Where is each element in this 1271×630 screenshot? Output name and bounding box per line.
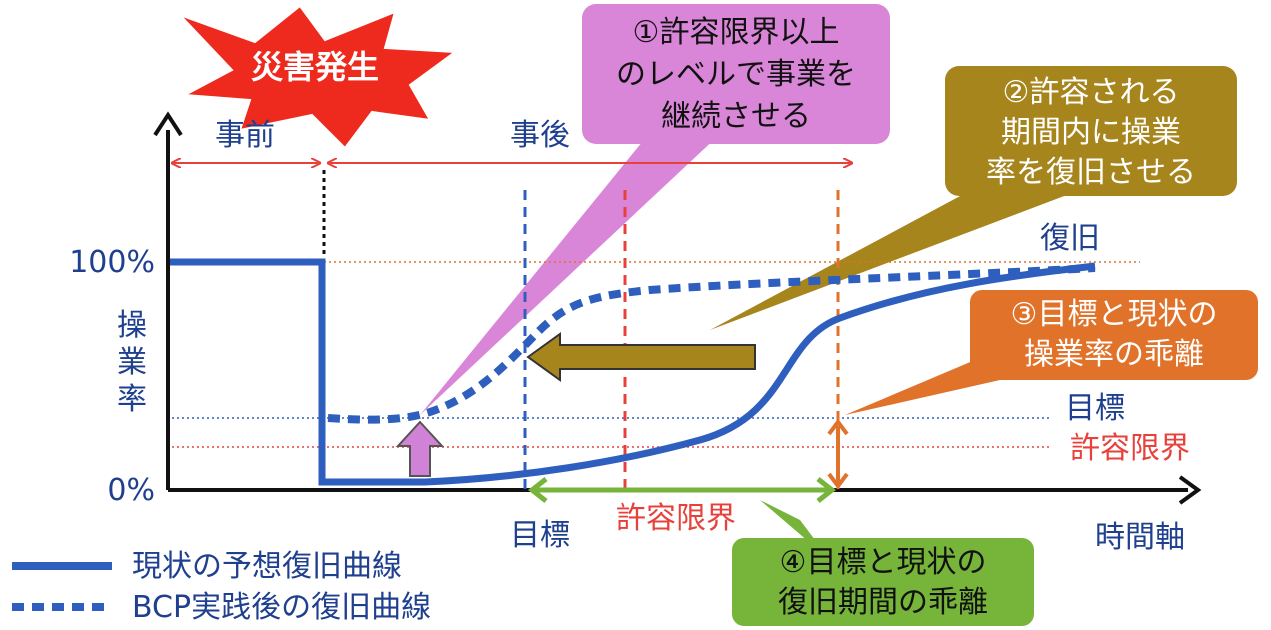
callout-1-line-1: ①許容限界以上 [633, 15, 840, 50]
gap-vertical-arrow-bottom [827, 472, 849, 490]
y-label-100: 100% [69, 245, 155, 280]
disaster-label: 災害発生 [251, 48, 379, 86]
recovery-label: 復旧 [1040, 221, 1100, 256]
callout-3-pointer [845, 360, 1000, 415]
disaster-burst-icon [179, 4, 458, 150]
callout-3-line-1: ③目標と現状の [1011, 297, 1218, 332]
callout-4-line-1: ④目標と現状の [780, 545, 987, 580]
callout-2-line-1: ②許容される [1003, 75, 1180, 110]
bcp-recovery-curve [327, 264, 1096, 424]
x-axis-title: 時間軸 [1095, 520, 1185, 555]
callout-2-box [945, 66, 1237, 196]
x-axis-arrowhead [1178, 475, 1202, 505]
callout-2-line-3: 率を復旧させる [986, 155, 1196, 190]
gap-horizontal-arrow-right [816, 477, 837, 503]
y-axis-title-1: 操 [117, 308, 147, 343]
y-axis-title-3: 率 [117, 382, 147, 417]
legend-bcp-label: BCP実践後の復旧曲線 [132, 590, 431, 625]
callout-3-box [970, 290, 1258, 380]
callout-1-box [582, 4, 890, 144]
callout-1-pointer [420, 120, 735, 415]
y-axis-arrowhead [153, 111, 183, 137]
callout-3-line-2: 操業率の乖離 [1024, 337, 1204, 372]
phase-before-label: 事前 [215, 118, 275, 153]
callout-4-line-2: 復旧期間の乖離 [778, 585, 988, 620]
improvement-up-arrow [395, 420, 445, 477]
tolerance-time-label: 許容限界 [616, 501, 736, 536]
shorten-left-arrow [526, 332, 756, 382]
y-axis-title-2: 業 [117, 345, 147, 380]
callout-2-line-2: 期間内に操業 [1001, 115, 1181, 150]
y-label-0: 0% [107, 473, 155, 508]
target-level-label: 目標 [1065, 391, 1125, 426]
current-recovery-curve [170, 258, 1096, 486]
callout-4-box [732, 538, 1034, 626]
legend-current-label: 現状の予想復旧曲線 [132, 549, 402, 584]
callout-2-pointer [710, 180, 1080, 330]
callout-1-line-2: のレベルで事業を [616, 57, 856, 92]
gap-horizontal-arrow-left [527, 477, 548, 503]
callout-1-line-3: 継続させる [661, 99, 811, 134]
tolerance-level-label: 許容限界 [1070, 431, 1190, 466]
target-time-label: 目標 [510, 518, 570, 553]
gap-vertical-arrow-top [827, 418, 849, 436]
phase-after-label: 事後 [510, 118, 570, 153]
